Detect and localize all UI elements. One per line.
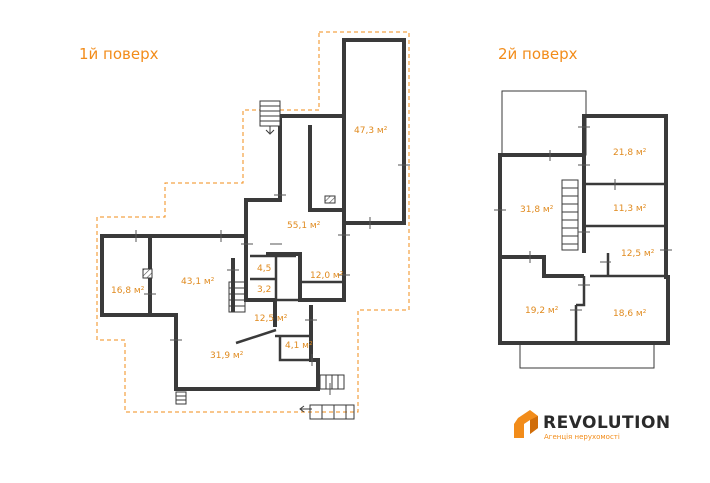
floor-2-title: 2й поверх: [498, 45, 578, 63]
room-label-43-1: 43,1 м²: [181, 277, 215, 287]
floor-2-walls: [498, 114, 670, 345]
room-label-4-5: 4,5: [257, 264, 271, 274]
room-label-31-9: 31,9 м²: [210, 351, 244, 361]
room-label-19-2: 19,2 м²: [525, 306, 559, 316]
brand-tagline: Агенція нерухомості: [544, 433, 620, 441]
floor-1-inner-walls: [235, 254, 344, 362]
floor-1-title: 1й поверх: [79, 45, 159, 63]
room-label-12-5: 12,5 м²: [254, 314, 288, 324]
floor-1-vent: [324, 195, 336, 204]
floor-1-steps-bottom: [299, 404, 355, 420]
brand-name: REVOLUTION: [543, 413, 671, 433]
room-label-4-1: 4,1 м²: [285, 341, 313, 351]
floor-1-steps-right: [319, 374, 345, 390]
room-label-18-6: 18,6 м²: [613, 309, 647, 319]
revolution-logo-icon: [514, 410, 538, 438]
floor-2-plan: 21,8 м² 31,8 м² 11,3 м² 12,5 м² 19,2 м² …: [494, 90, 672, 369]
room-label-21-8: 21,8 м²: [613, 148, 647, 158]
floor-1-stair-inner: [228, 281, 246, 313]
room-label-3-2: 3,2: [257, 285, 271, 295]
room-label-47-3: 47,3 м²: [354, 126, 388, 136]
room-label-11-3: 11,3 м²: [613, 204, 647, 214]
floor-2-inner-walls: [574, 182, 666, 343]
floor-2-stair: [561, 179, 579, 251]
room-label-12-0: 12,0 м²: [310, 271, 344, 281]
floor-1-plan: 47,3 м² 55,1 м² 16,8 м² 43,1 м² 4,5 3,2 …: [96, 31, 410, 420]
room-label-55-1: 55,1 м²: [287, 221, 321, 231]
floor-1-stair-top: [259, 100, 281, 135]
room-label-12-5-f2: 12,5 м²: [621, 249, 655, 259]
floor-1-site-outline: [96, 31, 410, 413]
floor-1-door-marks: [135, 164, 410, 395]
room-label-31-8: 31,8 м²: [520, 205, 554, 215]
room-label-16-8: 16,8 м²: [111, 286, 145, 296]
floor-1-column: [142, 268, 153, 279]
floor-1-steps-left: [175, 391, 187, 405]
floor-2-door-marks: [494, 126, 672, 311]
